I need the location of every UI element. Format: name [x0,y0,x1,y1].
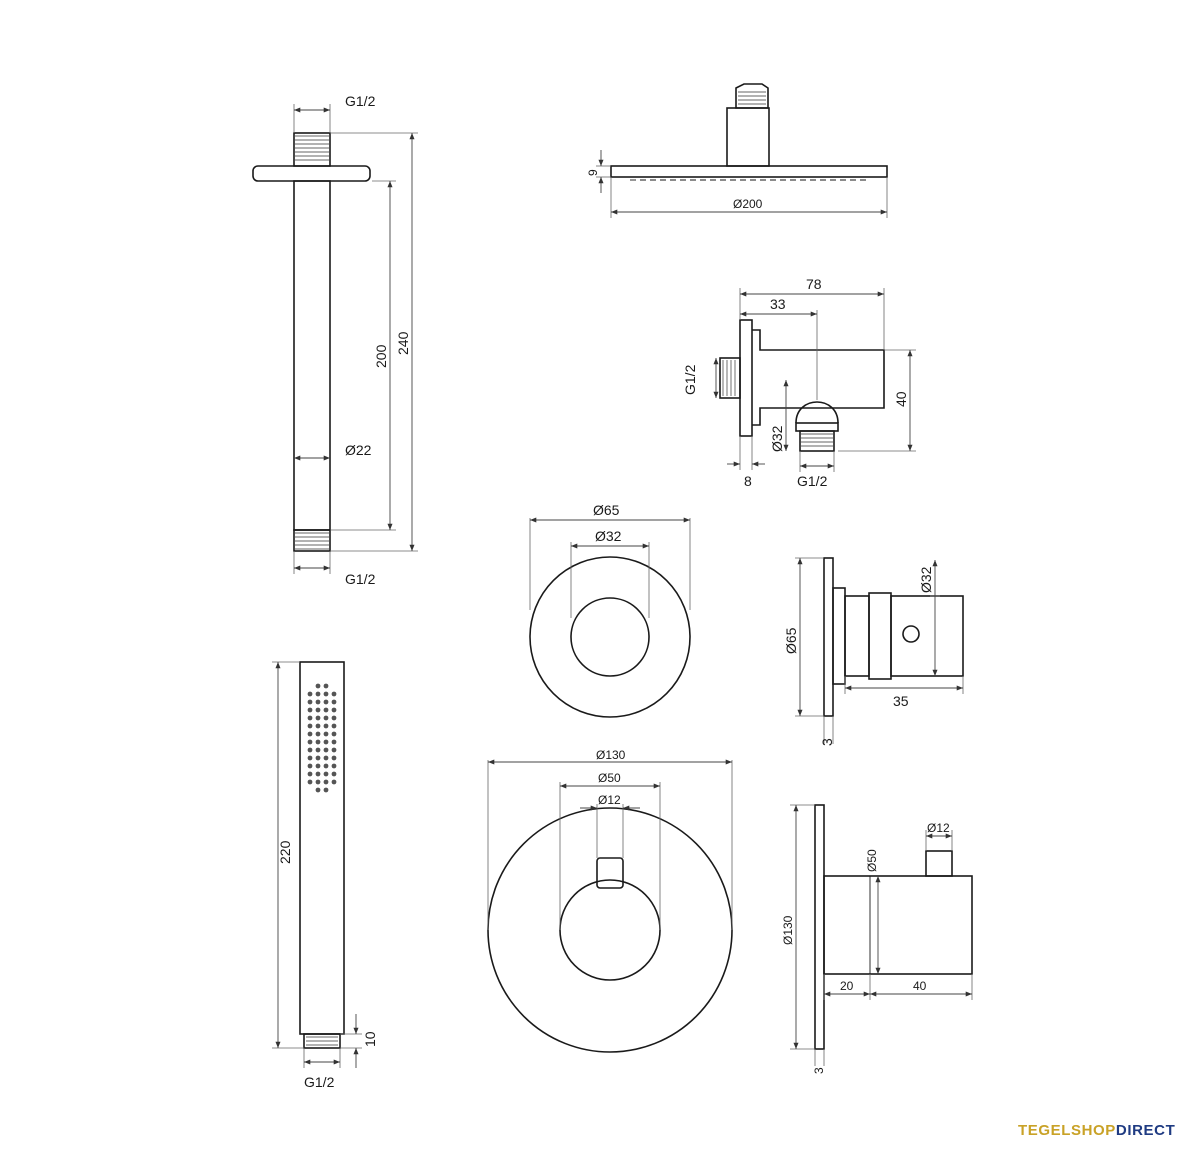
stop-valve-side-body-diameter-label: Ø32 [918,566,934,593]
nozzle-dot [315,691,321,697]
ceiling-arm-length-label: 200 [373,344,389,368]
nozzle-dot [315,779,321,785]
nozzle-dot [331,779,337,785]
nozzle-dot [331,707,337,713]
wall-outlet-inlet-thread-label: G1/2 [682,364,698,395]
thermostat-side-spindle-label: Ø12 [927,821,950,835]
nozzle-dot [331,699,337,705]
stop-valve-side: Ø65 Ø32 35 3 [783,557,964,746]
nozzle-dot [315,699,321,705]
nozzle-dot [315,731,321,737]
nozzle-dot [307,739,313,745]
nozzle-dot [315,747,321,753]
thermostat-side-knob-diameter-label: Ø50 [865,849,879,872]
nozzle-dot [323,731,329,737]
thermostat-front-knob-label: Ø50 [598,771,621,785]
nozzle-dot [315,739,321,745]
nozzle-dot [307,755,313,761]
wall-outlet-outlet-thread-label: G1/2 [797,473,828,489]
nozzle-dot [315,715,321,721]
nozzle-dot [331,739,337,745]
stop-valve-front-inner-label: Ø32 [595,528,622,544]
thermostat-front-outer-label: Ø130 [596,748,626,762]
nozzle-dot [323,747,329,753]
wall-outlet-plate-label: 8 [744,473,752,489]
shower-head-diameter-label: Ø200 [733,197,763,211]
nozzle-dot [323,779,329,785]
wall-outlet-offset-label: 33 [770,296,786,312]
nozzle-dot [323,771,329,777]
nozzle-dot [323,715,329,721]
nozzle-dot [331,731,337,737]
wall-outlet-height-label: 40 [893,391,909,407]
nozzle-dot [307,731,313,737]
nozzle-dot [307,715,313,721]
brand-part-1: TEGELSHOP [1018,1122,1116,1139]
thermostat-side-plate-label: 3 [812,1067,826,1074]
nozzle-dot [307,771,313,777]
nozzle-dot [307,699,313,705]
stop-valve-side-plate-diameter-label: Ø65 [783,627,799,654]
nozzle-dot [307,747,313,753]
stop-valve-front: Ø65 Ø32 [529,502,691,718]
hand-shower: 220 10 G1/2 [272,661,378,1090]
nozzle-dot [323,739,329,745]
stop-valve-side-length-label: 35 [893,693,909,709]
shower-head-thickness-label: 9 [586,169,600,176]
ceiling-arm-diameter-label: Ø22 [345,442,372,458]
nozzle-dot [331,747,337,753]
nozzle-dot [331,755,337,761]
thermostat-side-offset-label: 20 [840,979,854,993]
nozzle-dot [323,755,329,761]
nozzle-dot [315,723,321,729]
nozzle-dot [307,691,313,697]
thermostat-side: Ø130 Ø50 Ø12 20 40 3 [781,804,973,1074]
nozzle-dot [323,787,329,793]
thermostat-front-spindle-label: Ø12 [598,793,621,807]
nozzle-dot [307,763,313,769]
thermostat-side-length-label: 40 [913,979,927,993]
nozzle-dot [315,707,321,713]
ceiling-arm-top-thread [295,135,329,161]
nozzle-dot [323,699,329,705]
nozzle-dot [315,763,321,769]
wall-outlet: 78 33 G1/2 40 Ø32 8 G1/2 [682,276,916,489]
nozzle-dot [323,707,329,713]
nozzle-dot [323,723,329,729]
wall-outlet-diameter-label: Ø32 [769,425,785,452]
nozzle-dot [315,787,321,793]
hand-shower-nozzles [307,683,337,793]
stop-valve-side-plate-label: 3 [819,738,835,746]
nozzle-dot [307,707,313,713]
nozzle-dot [331,771,337,777]
hand-shower-thread-label: G1/2 [304,1074,335,1090]
nozzle-dot [315,771,321,777]
hand-shower-length-label: 220 [277,840,293,864]
ceiling-arm-total-length-label: 240 [395,331,411,355]
nozzle-dot [331,723,337,729]
nozzle-dot [323,683,329,689]
ceiling-arm: G1/2 G1/2 Ø22 200 240 [252,93,418,587]
stop-valve-front-outer-label: Ø65 [593,502,620,518]
nozzle-dot [315,683,321,689]
brand-logo: TEGELSHOPDIRECT [1018,1122,1175,1139]
nozzle-dot [315,755,321,761]
nozzle-dot [331,715,337,721]
hand-shower-connector-label: 10 [362,1031,378,1047]
wall-outlet-depth-label: 78 [806,276,822,292]
thermostat-front: Ø130 Ø50 Ø12 [487,748,733,1053]
nozzle-dot [323,691,329,697]
ceiling-arm-top-thread-label: G1/2 [345,93,376,109]
shower-head: 9 Ø200 [586,83,888,218]
nozzle-dot [331,763,337,769]
nozzle-dot [323,763,329,769]
nozzle-dot [307,779,313,785]
nozzle-dot [307,723,313,729]
ceiling-arm-bottom-thread [295,532,329,550]
ceiling-arm-bottom-thread-label: G1/2 [345,571,376,587]
thermostat-side-plate-diameter-label: Ø130 [781,915,795,945]
brand-part-2: DIRECT [1115,1122,1176,1139]
nozzle-dot [331,691,337,697]
